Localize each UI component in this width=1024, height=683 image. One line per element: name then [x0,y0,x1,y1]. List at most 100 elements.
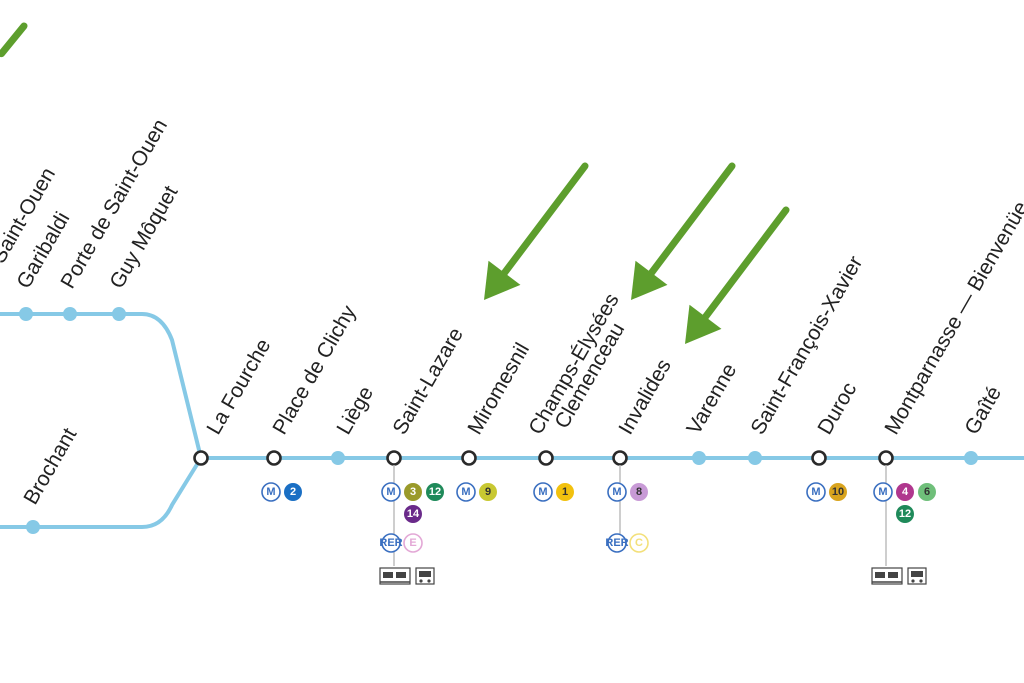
interchange-marker [266,450,282,466]
station-label: Liège [332,382,378,438]
svg-text:M: M [266,486,275,498]
svg-text:6: 6 [924,486,930,498]
line-badge[interactable]: 8 [630,483,648,501]
station-label: La Fourche [202,335,275,439]
line-badge[interactable]: 12 [426,483,444,501]
svg-text:4: 4 [902,486,909,498]
svg-text:M: M [386,486,395,498]
svg-text:C: C [635,537,643,549]
svg-text:3: 3 [410,486,416,498]
line-badge[interactable]: 4 [896,483,914,501]
station-label: Gaîté [960,383,1006,439]
svg-text:RER: RER [605,537,628,549]
branch-track-south [0,456,203,529]
svg-text:1: 1 [562,486,568,498]
station-invalides[interactable]: Invalides [612,355,676,466]
train-icon [379,567,411,585]
connections-montparnasse-bienvenue: M 4 6 12 [871,465,936,585]
station-marker [964,451,978,465]
bus-icon [415,567,435,585]
line-badge[interactable]: 14 [404,505,422,523]
metro-icon: M [381,482,401,502]
station-miromesnil[interactable]: Miromesnil [461,339,535,466]
svg-text:M: M [878,486,887,498]
station-label: Duroc [813,378,861,438]
metro-icon: M [806,482,826,502]
interchange-marker [878,450,894,466]
station-marker [19,307,33,321]
interchange-marker [538,450,554,466]
arrow-icon [484,162,589,300]
line-badge[interactable]: 12 [896,505,914,523]
svg-text:2: 2 [290,486,296,498]
station-marker [331,451,345,465]
station-marker [692,451,706,465]
svg-text:12: 12 [429,486,441,498]
svg-text:RER: RER [379,537,402,549]
station-marker [748,451,762,465]
branch-track-north [0,312,203,460]
line-badge[interactable]: 10 [829,483,847,501]
line-badge[interactable]: 6 [918,483,936,501]
station-label: Invalides [614,355,675,438]
station-montparnasse-bienvenue[interactable]: Montparnasse — Bienvenüe [878,198,1024,466]
station-gaite[interactable]: Gaîté [960,383,1006,465]
station-label: Varenne [682,360,741,439]
svg-text:12: 12 [899,508,911,520]
station-marker [112,307,126,321]
station-label: Montparnasse — Bienvenüe [880,198,1024,439]
station-marker [26,520,40,534]
connections-duroc: M 10 [806,482,847,502]
svg-text:14: 14 [407,508,420,520]
metro-icon: M [261,482,281,502]
station-label: Saint-Lazare [388,324,467,439]
station-saint-lazare[interactable]: Saint-Lazare [386,324,468,466]
svg-text:M: M [612,486,621,498]
station-label: Miromesnil [463,339,534,438]
station-marker [63,307,77,321]
rer-line-badge[interactable]: C [629,533,649,553]
metro-icon: M [533,482,553,502]
arrow-icon [685,206,790,344]
station-saint-francois-xavier[interactable]: Saint-François-Xavier [746,252,867,465]
station-la-fourche[interactable]: La Fourche [193,335,276,466]
interchange-marker [386,450,402,466]
svg-text:9: 9 [485,486,491,498]
svg-text:8: 8 [636,486,642,498]
interchange-marker [612,450,628,466]
rer-icon: RER [605,533,629,553]
station-liege[interactable]: Liège [331,382,378,465]
station-label: Brochant [19,424,81,508]
metro-icon: M [607,482,627,502]
line-badge[interactable]: 1 [556,483,574,501]
line-badge[interactable]: 2 [284,483,302,501]
station-varenne[interactable]: Varenne [682,360,741,465]
svg-text:E: E [409,537,416,549]
interchange-marker [461,450,477,466]
line-badge[interactable]: 3 [404,483,422,501]
train-icon [871,567,903,585]
arrow-icon [631,162,736,300]
arrow-icon [0,22,28,58]
metro-icon: M [873,482,893,502]
station-duroc[interactable]: Duroc [811,378,862,466]
interchange-marker [193,450,209,466]
bus-icon [907,567,927,585]
station-place-de-clichy[interactable]: Place de Clichy [266,301,361,466]
metro-icon: M [456,482,476,502]
line-badge[interactable]: 9 [479,483,497,501]
highlight-arrows [0,22,790,344]
interchange-marker [811,450,827,466]
svg-text:M: M [461,486,470,498]
station-brochant[interactable]: Brochant [19,424,81,534]
rer-line-badge[interactable]: E [403,533,423,553]
svg-text:10: 10 [832,486,844,498]
